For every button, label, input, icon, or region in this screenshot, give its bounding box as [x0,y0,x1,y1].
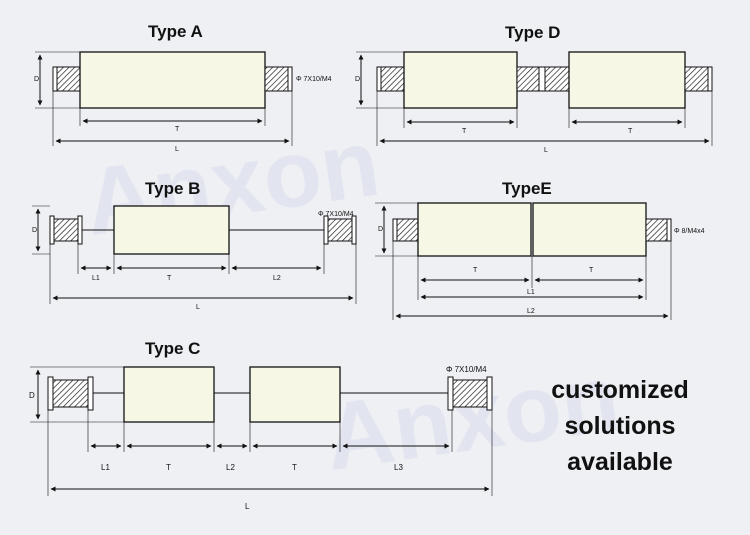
type-a-roller-body [79,51,266,109]
type-b-t-label: T [167,275,172,282]
type-d-roller-body-1 [403,51,518,109]
type-e-l1-label: L1 [527,289,535,296]
type-b-d-label: D [32,227,37,234]
type-a-t-label: T [175,126,180,133]
type-b-right-bearing [327,218,353,242]
type-b-diagram: Type B D Φ 7X10/M4 L1 T L2 L [32,179,357,311]
note-line-2: solutions [564,412,676,440]
type-a-l-label: L [175,146,179,153]
type-c-phi-label: Φ 7X10/M4 [446,365,487,374]
type-c-t1-label: T [166,463,171,472]
note-line-1: customized [551,376,689,404]
type-d-diagram: Type D D T T L [355,23,713,154]
type-e-d-label: D [378,226,383,233]
type-c-roller-body-2 [249,366,341,423]
type-e-phi-label: Φ 8/M4x4 [674,228,705,235]
type-b-left-bearing [53,218,79,242]
type-c-l1-label: L1 [101,463,110,472]
type-d-d-label: D [355,76,360,83]
type-c-d-label: D [29,391,35,400]
type-c-right-bearing [451,379,489,408]
type-e-title: TypeE [502,179,552,198]
type-e-roller-body-1 [417,202,532,257]
type-a-diagram: Type A D Φ 7X10/M4 T L [34,22,332,153]
type-e-l2-label: L2 [527,308,535,315]
type-e-diagram: TypeE Φ 8/M4x4 D T T L1 L2 [375,179,705,320]
type-a-phi-label: Φ 7X10/M4 [296,76,332,83]
type-b-title: Type B [145,179,200,198]
type-c-roller-body-1 [123,366,215,423]
type-c-left-bearing [51,379,89,408]
type-c-l3-label: L3 [394,463,403,472]
type-c-l-label: L [245,502,250,511]
type-a-d-label: D [34,76,39,83]
type-b-l1-label: L1 [92,275,100,282]
type-e-roller-body-2 [532,202,647,257]
type-c-t2-label: T [292,463,297,472]
type-c-l2-label: L2 [226,463,235,472]
type-b-l-label: L [196,304,200,311]
type-d-roller-body-2 [568,51,686,109]
type-d-l-label: L [544,147,548,154]
type-c-title: Type C [145,339,200,358]
type-b-l2-label: L2 [273,275,281,282]
type-d-t1-label: T [462,128,467,135]
note-line-3: available [567,448,673,476]
type-a-title: Type A [148,22,203,41]
type-d-title: Type D [505,23,560,42]
type-e-t1-label: T [473,267,478,274]
type-b-phi-label: Φ 7X10/M4 [318,211,354,218]
type-e-t2-label: T [589,267,594,274]
customized-solutions-note: customized solutions available [520,372,720,480]
type-b-roller-body [113,205,230,255]
type-c-diagram: Type C Φ 7X10/M4 D L1 T L2 T [29,339,493,511]
type-d-t2-label: T [628,128,633,135]
